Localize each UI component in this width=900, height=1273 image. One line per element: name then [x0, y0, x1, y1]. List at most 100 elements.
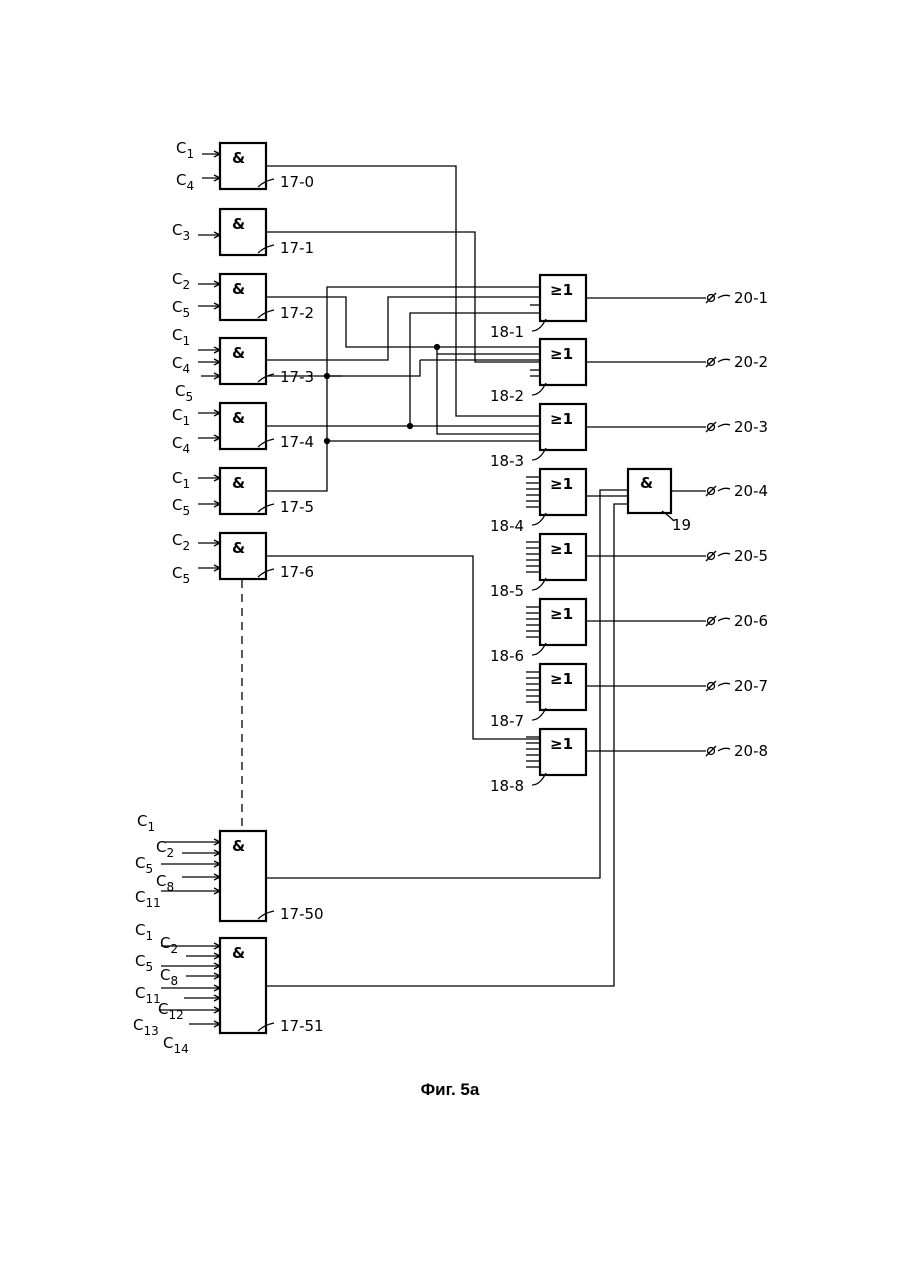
output-ref: 20-3: [734, 418, 768, 436]
and-gate-ref: 17-4: [280, 433, 314, 451]
and-symbol: &: [232, 149, 245, 167]
and-gate-ref: 17-0: [280, 173, 314, 191]
or-gate-ref: 18-7: [490, 712, 524, 730]
and-gate-17-6: &C2C517-6: [172, 531, 314, 586]
output-terminal-20-5: 20-5: [706, 547, 768, 565]
or-gate-ref: 18-6: [490, 647, 524, 665]
or-gate-ref: 18-1: [490, 323, 524, 341]
input-label: C2: [172, 531, 190, 553]
input-label: C4: [172, 354, 190, 376]
input-label: C1: [172, 326, 190, 348]
output-terminal-20-7: 20-7: [706, 677, 768, 695]
and-gate-17-50: &C1C2C5C8C1117-50: [135, 812, 324, 923]
and-gate-17-2: & C2C5 17-2: [172, 270, 314, 322]
input-label: C2: [160, 934, 178, 956]
input-label: C4: [176, 171, 194, 193]
or-gate-18-3: ≥1 18-3 20-3: [490, 404, 768, 470]
or-gate-ref: 18-8: [490, 777, 524, 795]
input-label: C1: [172, 469, 190, 491]
input-label: C1: [137, 812, 155, 834]
input-label: C14: [163, 1034, 189, 1056]
and-gate-17-3: & C1C4C5 17-3: [172, 326, 314, 404]
input-label: C5: [135, 854, 153, 876]
input-label: C5: [172, 298, 190, 320]
output-ref: 20-4: [734, 482, 768, 500]
output-ref: 20-6: [734, 612, 768, 630]
input-label: C11: [135, 984, 161, 1006]
output-terminal-20-3: 20-3: [706, 418, 768, 436]
and-gate-ref: 17-2: [280, 304, 314, 322]
figure-caption: Фиг. 5а: [0, 1080, 900, 1100]
or-gate-18-7: ≥1 18-7 20-7: [490, 664, 768, 730]
output-terminal-20-8: 20-8: [706, 742, 768, 760]
input-label: C12: [158, 1000, 184, 1022]
and-symbol: &: [232, 539, 245, 557]
output-ref: 20-2: [734, 353, 768, 371]
or-gate-ref: 18-5: [490, 582, 524, 600]
leader-line: [718, 488, 730, 491]
input-label: C1: [172, 406, 190, 428]
and-gate-group: &C1C417-0&C317-1&C2C517-2&C1C4C517-3&C1C…: [133, 139, 324, 1056]
input-label: C13: [133, 1016, 159, 1038]
input-label: C11: [135, 888, 161, 910]
or-gate-18-5: ≥1 18-5 20-5: [490, 534, 768, 600]
or-gate-group: ≥1 18-1 20-1 ≥1 18-2 20-2 ≥1 18-3 20-3 ≥1 18-4 20-4…: [490, 275, 768, 795]
and-gate-17-51: &C1C2C5C8C11C12C13C1417-51: [133, 921, 324, 1056]
or-gate-ref: 18-4: [490, 517, 524, 535]
or-gate-ref: 18-2: [490, 387, 524, 405]
output-ref: 20-7: [734, 677, 768, 695]
output-ref: 20-5: [734, 547, 768, 565]
output-terminal-20-1: 20-1: [706, 289, 768, 307]
and-symbol: &: [232, 944, 245, 962]
output-terminal-20-6: 20-6: [706, 612, 768, 630]
or-symbol: ≥1: [550, 410, 573, 428]
leader-line: [718, 359, 730, 362]
and-symbol: &: [232, 474, 245, 492]
or-symbol: ≥1: [550, 735, 573, 753]
input-label: C2: [172, 270, 190, 292]
leader-line: [718, 683, 730, 686]
or-symbol: ≥1: [550, 281, 573, 299]
output-ref: 20-1: [734, 289, 768, 307]
or-symbol: ≥1: [550, 475, 573, 493]
input-label: C5: [175, 382, 193, 404]
and-symbol: &: [232, 344, 245, 362]
and-symbol: &: [232, 409, 245, 427]
input-label: C4: [172, 434, 190, 456]
and-gate-ref: 17-50: [280, 905, 324, 923]
or-symbol: ≥1: [550, 540, 573, 558]
and-gate-17-4: & C1C4 17-4: [172, 403, 314, 456]
leader-line: [718, 618, 730, 621]
or-symbol: ≥1: [550, 670, 573, 688]
and-gate-ref: 17-1: [280, 239, 314, 257]
gate-19-ref: 19: [672, 516, 691, 534]
input-label: C1: [135, 921, 153, 943]
output-ref: 20-8: [734, 742, 768, 760]
input-label: C5: [135, 952, 153, 974]
or-symbol: ≥1: [550, 345, 573, 363]
and-gate-17-1: &C317-1: [172, 209, 314, 257]
input-label: C5: [172, 564, 190, 586]
and-gate-17-5: & C1C5 17-5: [172, 468, 314, 518]
and-gate-ref: 17-3: [280, 368, 314, 386]
or-gate-ref: 18-3: [490, 452, 524, 470]
and-symbol: &: [232, 837, 245, 855]
leader-line: [718, 295, 730, 298]
and-gate-ref: 17-5: [280, 498, 314, 516]
or-symbol: ≥1: [550, 605, 573, 623]
or-gate-18-1: ≥1 18-1 20-1: [490, 275, 768, 341]
input-label: C5: [172, 496, 190, 518]
and-symbol: &: [232, 280, 245, 298]
leader-line: [718, 553, 730, 556]
leader-line: [718, 424, 730, 427]
or-gate-18-2: ≥1 18-2 20-2: [490, 339, 768, 405]
output-terminal-20-4: 20-4: [706, 482, 768, 500]
and-gate-19: & 19: [628, 469, 691, 534]
and-symbol: &: [232, 215, 245, 233]
output-terminal-20-2: 20-2: [706, 353, 768, 371]
and-symbol: &: [640, 474, 653, 492]
or-gate-18-6: ≥1 18-6 20-6: [490, 599, 768, 665]
leader-line: [718, 748, 730, 751]
input-label: C1: [176, 139, 194, 161]
input-label: C2: [156, 838, 174, 860]
